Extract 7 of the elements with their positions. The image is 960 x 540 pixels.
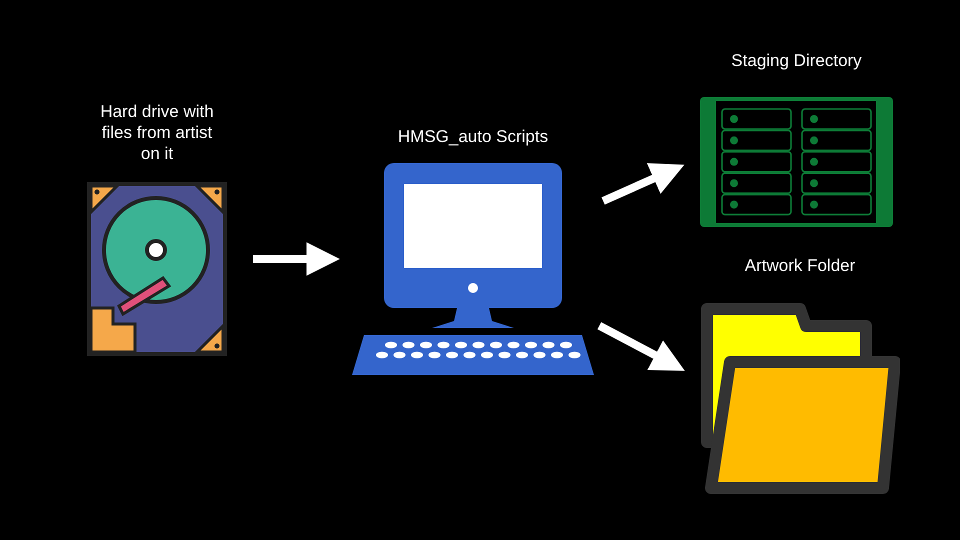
arrow bbox=[253, 242, 340, 276]
arrow bbox=[597, 322, 685, 371]
node-label: Artwork Folder bbox=[744, 255, 856, 276]
node-label: HMSG_auto Scripts bbox=[398, 126, 548, 147]
arrow bbox=[602, 163, 684, 205]
node-label: Staging Directory bbox=[731, 50, 862, 71]
node-label: Hard drive with files from artist on it bbox=[99, 101, 215, 164]
